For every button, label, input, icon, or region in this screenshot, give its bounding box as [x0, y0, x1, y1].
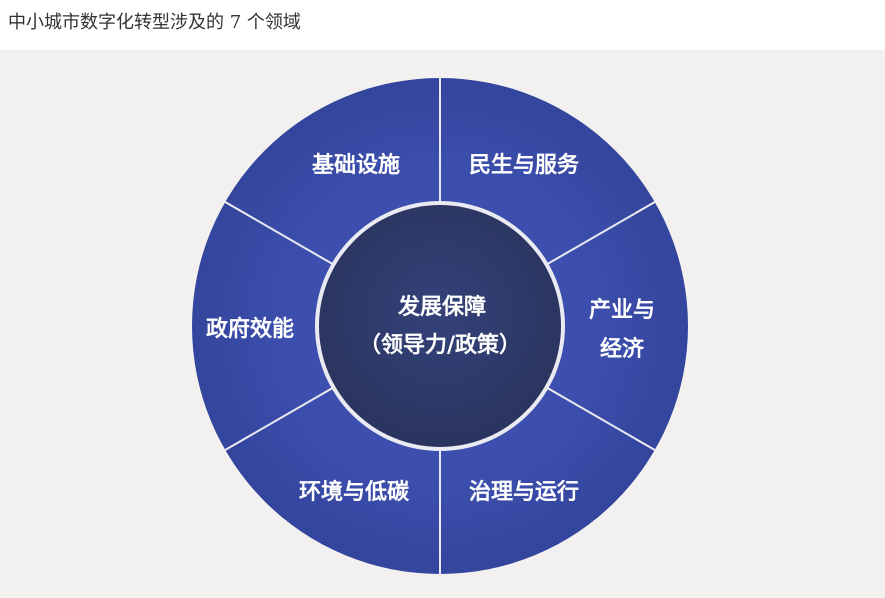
center-label-line1: 发展保障 — [397, 294, 486, 320]
segment-industry-economy-line1: 产业与 — [589, 297, 655, 323]
center-circle — [319, 205, 561, 447]
segment-livelihood-services: 民生与服务 — [469, 152, 580, 178]
segment-environment-low-carbon: 环境与低碳 — [299, 479, 410, 505]
segment-government-efficiency: 政府效能 — [206, 316, 294, 342]
divider-lower-left — [224, 386, 335, 451]
segment-dividers — [224, 78, 656, 574]
center-label-line2: （领导力/政策） — [359, 332, 521, 358]
divider-upper-right — [545, 201, 656, 266]
divider-upper-left — [224, 201, 335, 266]
segment-infrastructure: 基础设施 — [312, 152, 400, 178]
header: 中小城市数字化转型涉及的 7 个领域 — [0, 0, 885, 50]
page-title: 中小城市数字化转型涉及的 7 个领域 — [8, 12, 301, 33]
segment-governance-operations: 治理与运行 — [469, 479, 579, 505]
segment-industry-economy-line2: 经济 — [600, 336, 645, 362]
divider-lower-right — [545, 386, 656, 451]
